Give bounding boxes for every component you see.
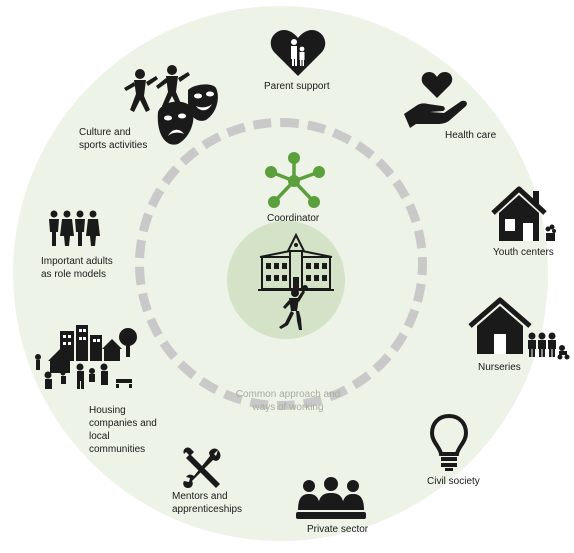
housing-label: Housing companies and local communities [89,405,157,455]
youth-centers-label: Youth centers [493,247,554,258]
wrench-screwdriver-icon [183,447,221,488]
nurseries-label: Nurseries [478,362,521,373]
health-care-label: Health care [445,130,497,141]
group-people-icon [296,477,366,519]
approach-label: Common approach and ways of working [235,389,341,413]
culture-sports-label: Culture and sports activities [79,127,148,151]
network-nodes-icon [265,152,325,208]
dancers-theater-masks-icon [124,65,218,145]
parent-support-label: Parent support [264,81,330,92]
hand-heart-icon [404,72,467,128]
four-adults-icon [49,210,100,246]
dashed-ring [135,118,427,410]
school-building-icon [258,232,334,291]
neighborhood-icon [35,325,137,389]
coordinator-label: Coordinator [267,213,320,224]
house-family-icon [468,297,570,360]
basketball-player-icon [279,285,308,330]
mentors-label: Mentors and apprenticeships [172,491,243,515]
heart-family-icon [270,30,326,76]
private-sector-label: Private sector [307,524,369,535]
house-icon [491,186,556,241]
lightbulb-icon [429,413,469,471]
important-adults-label: Important adults as role models [41,256,113,280]
civil-society-label: Civil society [427,476,480,487]
